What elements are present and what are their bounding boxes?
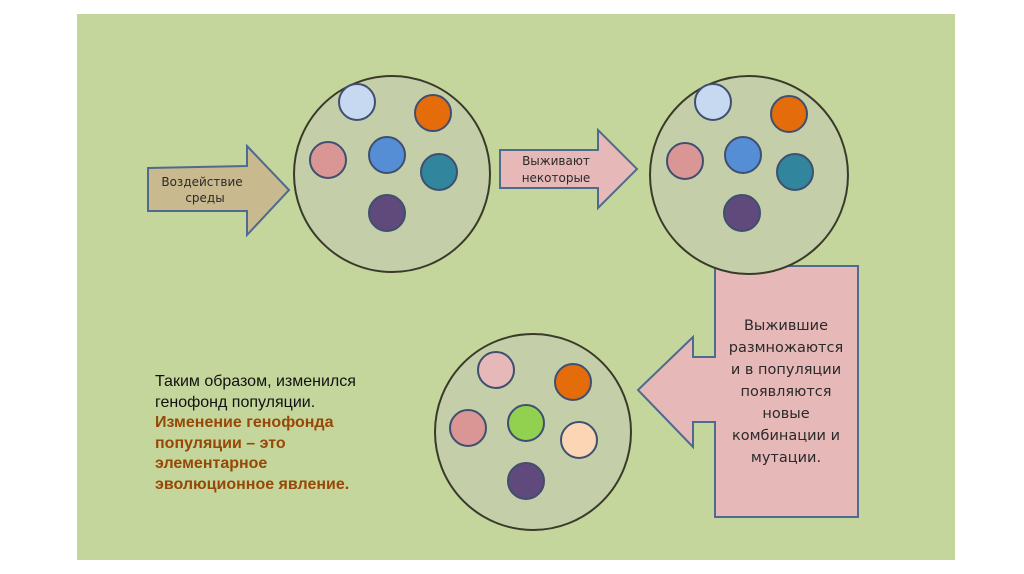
summary-emphasis-line: Изменение генофонда [155,414,334,431]
allele-teal [776,153,814,191]
allele-light-blue [338,83,376,121]
allele-pink [309,141,347,179]
environment-arrow-label-2: среды [185,191,224,205]
callout-line: и в популяции [731,362,841,378]
summary-emphasis-line: элементарное [155,455,268,472]
callout-line: новые [762,406,809,422]
allele-pink [666,142,704,180]
allele-green [507,404,545,442]
allele-purple [368,194,406,232]
survive-arrow: Выживают некоторые [499,127,639,211]
callout-arrow: Выжившие размножаются и в популяции появ… [636,265,859,518]
summary-text: Таким образом, изменился генофонд популя… [155,372,425,495]
callout-line: появляются [741,384,832,400]
allele-orange [414,94,452,132]
allele-peach [560,421,598,459]
survive-arrow-label-2: некоторые [522,171,591,185]
allele-blue [724,136,762,174]
callout-line: мутации. [751,450,821,466]
allele-purple [723,194,761,232]
summary-line: Таким образом, изменился [155,373,356,390]
environment-arrow: Воздействие среды [147,143,291,238]
allele-teal [420,153,458,191]
population-survivors [649,75,849,275]
summary-line: генофонд популяции. [155,393,316,411]
population-initial [293,75,491,273]
environment-arrow-label-1: Воздействие [161,175,242,189]
allele-light-blue [694,83,732,121]
callout-line: размножаются [729,340,843,356]
survive-arrow-label-1: Выживают [522,154,590,168]
allele-orange [770,95,808,133]
callout-line: комбинации и [732,428,840,444]
callout-line: Выжившие [744,318,828,334]
allele-pink [449,409,487,447]
allele-light-pink [477,351,515,389]
allele-purple [507,462,545,500]
allele-blue [368,136,406,174]
summary-emphasis-line: популяции – это [155,434,286,452]
allele-orange [554,363,592,401]
summary-emphasis-line: эволюционное явление. [155,475,350,493]
population-new [434,333,632,531]
